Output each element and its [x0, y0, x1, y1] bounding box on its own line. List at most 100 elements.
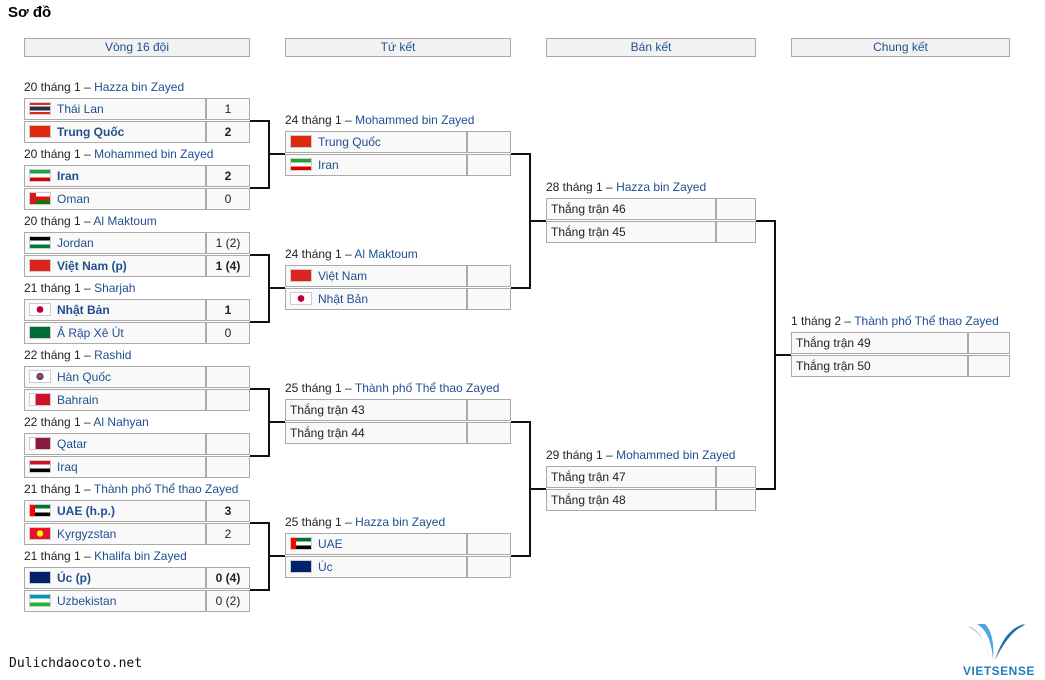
team-cell[interactable]: Nhật Bản	[24, 299, 206, 321]
match-venue-link[interactable]: Thành phố Thể thao Zayed	[354, 381, 500, 395]
china-flag-icon	[29, 125, 51, 138]
match-info-sf-0: 28 tháng 1 – Hazza bin Zayed	[546, 179, 706, 195]
match-date: 25 tháng 1 –	[285, 515, 352, 529]
team-cell[interactable]: Úc	[285, 556, 467, 578]
team-name: Úc	[318, 560, 333, 574]
team-cell[interactable]: Oman	[24, 188, 206, 210]
team-name: Úc (p)	[57, 571, 91, 585]
team-name: Hàn Quốc	[57, 370, 112, 384]
match-venue-link[interactable]: Rashid	[94, 348, 132, 362]
match-info-r16-3: 21 tháng 1 – Sharjah	[24, 280, 135, 296]
team-name: Thắng trận 47	[551, 470, 626, 484]
match-venue-link[interactable]: Thành phố Thể thao Zayed	[854, 314, 999, 328]
team-cell[interactable]: Iraq	[24, 456, 206, 478]
match-info-qf-3: 25 tháng 1 – Hazza bin Zayed	[285, 514, 445, 530]
team-cell: Thắng trận 46	[546, 198, 716, 220]
score-cell: 1 (2)	[206, 232, 250, 254]
match-info-r16-6: 21 tháng 1 – Thành phố Thể thao Zayed	[24, 481, 238, 497]
team-name: Thắng trận 43	[290, 403, 365, 417]
match-venue-link[interactable]: Al Maktoum	[354, 247, 418, 261]
match-date: 24 tháng 1 –	[285, 247, 352, 261]
match-venue-link[interactable]: Al Maktoum	[93, 214, 157, 228]
match-date: 1 tháng 2 –	[791, 314, 852, 328]
score-cell	[467, 422, 511, 444]
team-cell[interactable]: Jordan	[24, 232, 206, 254]
match-venue-link[interactable]: Thành phố Thể thao Zayed	[93, 482, 239, 496]
match-venue-link[interactable]: Al Nahyan	[93, 415, 149, 429]
match-info-r16-7: 21 tháng 1 – Khalifa bin Zayed	[24, 548, 187, 564]
team-cell[interactable]: Hàn Quốc	[24, 366, 206, 388]
korea-flag-icon	[29, 370, 51, 383]
match-venue-link[interactable]: Hazza bin Zayed	[355, 515, 446, 529]
team-cell[interactable]: Việt Nam	[285, 265, 467, 287]
bracket-connector-line	[529, 488, 546, 490]
vietnam-flag-icon	[29, 259, 51, 272]
match-date: 29 tháng 1 –	[546, 448, 613, 462]
match-venue-link[interactable]: Mohammed bin Zayed	[355, 113, 475, 127]
oman-flag-icon	[29, 192, 51, 205]
team-name: Iran	[318, 158, 339, 172]
team-cell[interactable]: Iran	[24, 165, 206, 187]
score-cell: 1 (4)	[206, 255, 250, 277]
score-cell: 0 (2)	[206, 590, 250, 612]
score-cell	[968, 355, 1010, 377]
match-venue-link[interactable]: Khalifa bin Zayed	[94, 549, 187, 563]
score-cell	[467, 154, 511, 176]
team-name: Trung Quốc	[57, 125, 125, 139]
team-name: UAE	[318, 537, 343, 551]
team-cell[interactable]: UAE (h.p.)	[24, 500, 206, 522]
team-cell[interactable]: Qatar	[24, 433, 206, 455]
match-info-qf-1: 24 tháng 1 – Al Maktoum	[285, 246, 418, 262]
score-cell: 2	[206, 165, 250, 187]
japan-flag-icon	[290, 292, 312, 305]
team-name: Việt Nam (p)	[57, 259, 127, 273]
match-date: 25 tháng 1 –	[285, 381, 352, 395]
vietsense-logo-text: VIETSENSE	[963, 664, 1035, 678]
round-header-r16[interactable]: Vòng 16 đội	[24, 38, 250, 57]
section-title: Sơ đồ	[8, 4, 52, 21]
match-date: 20 tháng 1 –	[24, 80, 91, 94]
match-venue-link[interactable]: Hazza bin Zayed	[616, 180, 707, 194]
team-name: Thắng trận 48	[551, 493, 626, 507]
team-cell[interactable]: Ả Rập Xê Út	[24, 322, 206, 344]
team-cell[interactable]: Việt Nam (p)	[24, 255, 206, 277]
score-cell: 1	[206, 299, 250, 321]
team-cell: Thắng trận 48	[546, 489, 716, 511]
bracket-connector-line	[250, 589, 268, 591]
round-header-qf[interactable]: Tứ kết	[285, 38, 511, 57]
bracket-connector-line	[250, 187, 268, 189]
team-cell[interactable]: UAE	[285, 533, 467, 555]
match-info-r16-4: 22 tháng 1 – Rashid	[24, 347, 131, 363]
round-header-final[interactable]: Chung kết	[791, 38, 1010, 57]
australia-flag-icon	[290, 560, 312, 573]
team-cell[interactable]: Trung Quốc	[285, 131, 467, 153]
score-cell	[968, 332, 1010, 354]
match-venue-link[interactable]: Mohammed bin Zayed	[94, 147, 214, 161]
team-cell[interactable]: Nhật Bản	[285, 288, 467, 310]
team-name: Bahrain	[57, 393, 99, 407]
team-cell[interactable]: Kyrgyzstan	[24, 523, 206, 545]
team-cell[interactable]: Iran	[285, 154, 467, 176]
match-info-final-0: 1 tháng 2 – Thành phố Thể thao Zayed	[791, 313, 999, 329]
match-venue-link[interactable]: Sharjah	[94, 281, 136, 295]
match-venue-link[interactable]: Hazza bin Zayed	[94, 80, 185, 94]
team-cell[interactable]: Bahrain	[24, 389, 206, 411]
team-cell[interactable]: Úc (p)	[24, 567, 206, 589]
team-name: Jordan	[57, 236, 94, 250]
team-cell[interactable]: Trung Quốc	[24, 121, 206, 143]
bracket-connector-line	[511, 421, 529, 423]
team-name: Thắng trận 46	[551, 202, 626, 216]
uae-flag-icon	[29, 504, 51, 517]
score-cell	[467, 265, 511, 287]
bracket-connector-line	[250, 254, 268, 256]
team-cell[interactable]: Uzbekistan	[24, 590, 206, 612]
uzbekistan-flag-icon	[29, 594, 51, 607]
bracket-connector-line	[250, 321, 268, 323]
match-venue-link[interactable]: Mohammed bin Zayed	[616, 448, 736, 462]
round-header-sf[interactable]: Bán kết	[546, 38, 756, 57]
qatar-flag-icon	[29, 437, 51, 450]
team-name: Kyrgyzstan	[57, 527, 117, 541]
uae-flag-icon	[290, 537, 312, 550]
score-cell: 2	[206, 523, 250, 545]
team-cell[interactable]: Thái Lan	[24, 98, 206, 120]
